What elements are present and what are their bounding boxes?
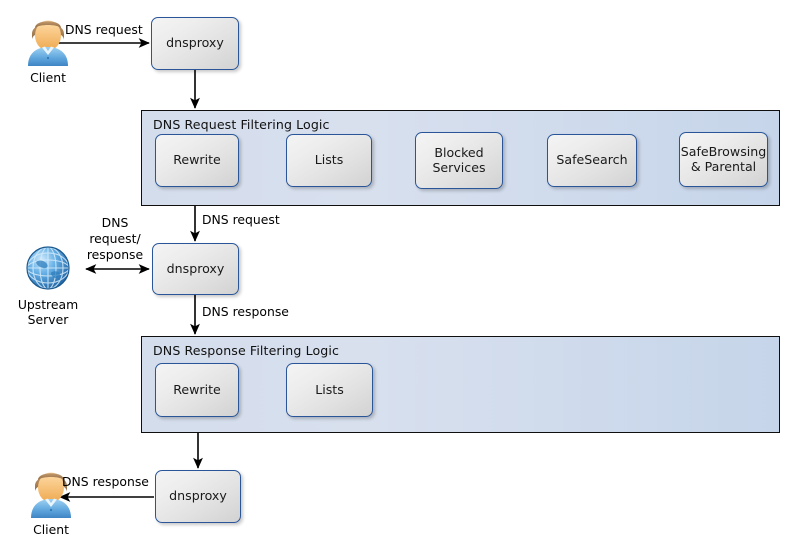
node-dnsproxy-bottom[interactable]: dnsproxy: [155, 470, 241, 523]
node-dnsproxy-top-label: dnsproxy: [166, 35, 224, 51]
upstream-label-line3: response: [86, 247, 144, 262]
panel-dns-response-filtering: DNS Response Filtering Logic: [141, 336, 780, 433]
node-dnsproxy-middle[interactable]: dnsproxy: [152, 243, 239, 295]
edge-label-dns-request-mid: DNS request: [202, 212, 280, 227]
upstream-caption-line2: Server: [27, 312, 69, 327]
stage-req-lists-label: Lists: [314, 152, 344, 168]
edge-label-upstream-exchange: DNS request/ response: [74, 215, 156, 263]
upstream-label-line1: DNS: [101, 215, 129, 230]
stage-req-safebrowsing-parental[interactable]: SafeBrowsing & Parental: [679, 132, 768, 187]
stage-req-safesearch-label: SafeSearch: [556, 152, 628, 168]
edge-label-dns-request-top: DNS request: [65, 22, 143, 37]
stage-req-safebrowsing-line1: SafeBrowsing: [680, 144, 767, 159]
node-dnsproxy-middle-label: dnsproxy: [166, 260, 225, 276]
client-bottom-caption: Client: [33, 522, 69, 537]
edge-label-dns-response-bottom: DNS response: [62, 474, 149, 489]
stage-req-safebrowsing-line2: & Parental: [690, 158, 757, 174]
stage-req-lists[interactable]: Lists: [286, 134, 372, 187]
stage-req-blocked-services[interactable]: Blocked Services: [415, 132, 503, 189]
stage-req-blocked-line2: Services: [432, 159, 486, 175]
upstream-caption-line1: Upstream: [17, 297, 79, 312]
stage-resp-rewrite[interactable]: Rewrite: [155, 363, 239, 417]
user-icon: [31, 472, 71, 518]
user-icon: [28, 20, 68, 66]
upstream-server-caption: Upstream Server: [2, 297, 94, 327]
stage-resp-rewrite-label: Rewrite: [173, 381, 221, 397]
stage-req-blocked-services-label: Blocked Services: [432, 145, 486, 175]
stage-req-blocked-line1: Blocked: [434, 145, 484, 160]
node-dnsproxy-top[interactable]: dnsproxy: [151, 17, 239, 70]
panel-dns-request-filtering-title: DNS Request Filtering Logic: [153, 117, 330, 132]
stage-resp-lists-label: Lists: [315, 381, 344, 397]
client-top-caption: Client: [30, 70, 66, 85]
upstream-label-line2: request/: [89, 231, 141, 246]
stage-req-safesearch[interactable]: SafeSearch: [547, 134, 637, 187]
stage-req-safebrowsing-label: SafeBrowsing & Parental: [680, 144, 767, 174]
edge-label-dns-response-mid: DNS response: [202, 304, 289, 319]
stage-req-rewrite[interactable]: Rewrite: [155, 134, 239, 187]
panel-dns-response-filtering-title: DNS Response Filtering Logic: [153, 343, 339, 358]
stage-resp-lists[interactable]: Lists: [286, 363, 373, 417]
stage-req-rewrite-label: Rewrite: [173, 152, 221, 168]
node-dnsproxy-bottom-label: dnsproxy: [169, 488, 227, 504]
globe-icon: [26, 246, 70, 290]
